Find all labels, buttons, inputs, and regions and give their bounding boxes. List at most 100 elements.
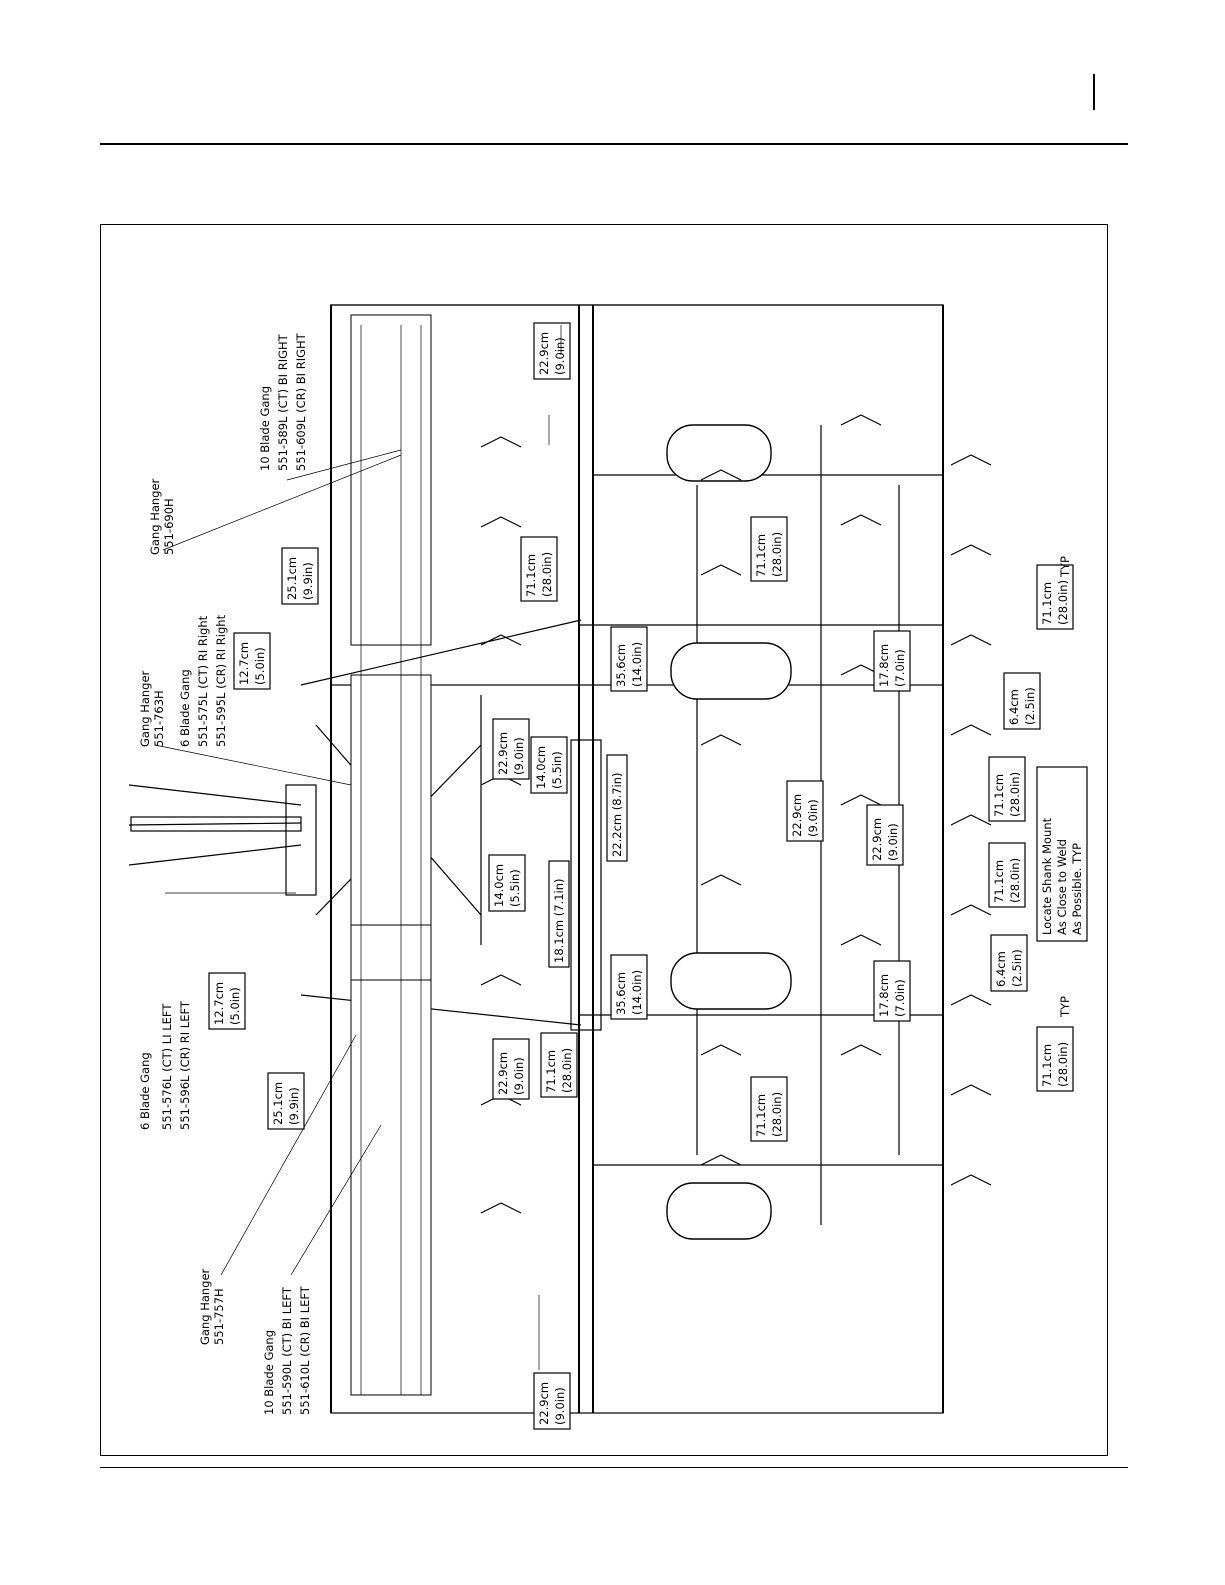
disc-gangs [350, 314, 432, 1396]
dim-text: 14.0cm [492, 864, 506, 907]
dim-text: 71.1cm [992, 860, 1006, 903]
dim-text: 18.1cm (7.1in) [552, 878, 566, 963]
dim-14-0-bot: 14.0cm (5.5in) [488, 854, 526, 912]
label-line: Gang Hanger [198, 1268, 212, 1345]
dim-71-1-typ-top: 71.1cm (28.0in) [1036, 564, 1074, 630]
dim-6-4-bot: 6.4cm (2.5in) [990, 934, 1028, 992]
label-line: 6 Blade Gang [178, 669, 192, 747]
label-line: 551-596L (CR) RI LEFT [178, 1000, 192, 1130]
dim-text: (5.5in) [508, 869, 522, 907]
label-line: 551-576L (CT) LI LEFT [160, 1003, 174, 1130]
dim-71-1-left: 71.1cm (28.0in) [540, 1032, 578, 1098]
label-line: 10 Blade Gang [258, 386, 272, 471]
dim-text: 71.1cm [524, 554, 538, 597]
dim-text: 35.6cm [614, 972, 628, 1015]
dim-text: (2.5in) [1010, 949, 1024, 987]
dim-22-9-left: 22.9cm (9.0in) [492, 1038, 530, 1100]
dim-6-4-top: 6.4cm (2.5in) [1003, 672, 1041, 730]
dim-text: (9.0in) [512, 737, 526, 775]
dim-text: (9.0in) [886, 823, 900, 861]
dim-text: 17.8cm [877, 644, 891, 687]
dim-text: (7.0in) [893, 979, 907, 1017]
label-line: 551-595L (CR) RI Right [214, 614, 228, 747]
dim-17-8-top: 17.8cm (7.0in) [873, 630, 911, 692]
label-line: 10 Blade Gang [262, 1330, 276, 1415]
dim-text: (7.0in) [893, 649, 907, 687]
label-line: Gang Hanger [148, 478, 162, 555]
header-corner-mark [1093, 74, 1095, 110]
dim-text: 22.9cm [790, 794, 804, 837]
typ-label: TYP [1058, 556, 1072, 578]
label-gang-hanger-757: Gang Hanger 551-757H [198, 1268, 226, 1345]
dim-14-0-top: 14.0cm (5.5in) [530, 736, 568, 794]
leader-line [220, 1034, 357, 1276]
label-gang-hanger-690: Gang Hanger 551-690H [148, 478, 176, 555]
dim-text: (9.0in) [553, 1387, 567, 1425]
dim-12-7-right: 12.7cm (5.0in) [233, 632, 271, 690]
dim-text: 71.1cm [754, 534, 768, 577]
tires [666, 424, 792, 1240]
dim-22-9-top: 22.9cm (9.0in) [533, 322, 571, 380]
dim-text: 25.1cm [271, 1082, 285, 1125]
dim-text: (5.5in) [550, 751, 564, 789]
note-line: As Close to Weld [1055, 839, 1069, 935]
dim-18-1: 18.1cm (7.1in) [548, 860, 570, 968]
leader-line [286, 449, 402, 481]
dim-text: (28.0in) [1056, 1042, 1070, 1087]
dim-text: 6.4cm [994, 951, 1008, 987]
label-6-blade-gang-right: 6 Blade Gang 551-575L (CT) RI Right 551-… [178, 614, 228, 747]
dim-text: 71.1cm [1040, 1044, 1054, 1087]
implement-drawing: Gang Hanger 551-690H 10 Blade Gang 551-5… [128, 304, 1088, 1430]
dim-text: 35.6cm [614, 644, 628, 687]
label-line: 6 Blade Gang [138, 1052, 152, 1130]
dim-text: (14.0in) [630, 970, 644, 1015]
dim-text: (5.0in) [253, 647, 267, 685]
dim-35-6-top: 35.6cm (14.0in) [610, 626, 648, 692]
dim-text: 71.1cm [992, 774, 1006, 817]
dim-text: (5.0in) [228, 987, 242, 1025]
label-10-blade-gang-left: 10 Blade Gang 551-590L (CT) BI LEFT 551-… [262, 1285, 312, 1415]
label-line: 551-590L (CT) BI LEFT [280, 1286, 294, 1415]
dim-71-1-c2: 71.1cm (28.0in) [988, 842, 1026, 908]
dim-text: 22.9cm [496, 732, 510, 775]
dim-71-1-c1: 71.1cm (28.0in) [988, 756, 1026, 822]
drawing-frame: Gang Hanger 551-690H 10 Blade Gang 551-5… [100, 224, 1108, 1456]
dim-text: (28.0in) [1008, 772, 1022, 817]
dim-text: 71.1cm [1040, 582, 1054, 625]
locate-shank-note: Locate Shank Mount As Close to Weld As P… [1036, 766, 1088, 942]
dim-22-9-bottom: 22.9cm (9.0in) [533, 1372, 571, 1430]
dim-text: 12.7cm [237, 642, 251, 685]
dim-17-8-bot: 17.8cm (7.0in) [873, 960, 911, 1022]
label-line: 551-609L (CR) BI RIGHT [294, 332, 308, 471]
dim-22-9-c1: 22.9cm (9.0in) [786, 780, 824, 842]
dim-text: 14.0cm [534, 746, 548, 789]
label-line: 551-757H [212, 1288, 226, 1345]
dim-71-1-typ-bot: 71.1cm (28.0in) [1036, 1026, 1074, 1092]
dim-text: (9.0in) [806, 799, 820, 837]
dim-text: 12.7cm [212, 982, 226, 1025]
dim-text: 17.8cm [877, 974, 891, 1017]
label-line: 551-589L (CT) BI RIGHT [276, 333, 290, 471]
dim-text: 6.4cm [1007, 689, 1021, 725]
label-line: 551-690H [162, 498, 176, 555]
footer-rule [100, 1467, 1128, 1468]
typ-label: TYP [1058, 996, 1072, 1018]
label-line: Gang Hanger [138, 670, 152, 747]
label-line: 551-610L (CR) BI LEFT [298, 1285, 312, 1415]
label-6-blade-gang-left: 6 Blade Gang 551-576L (CT) LI LEFT 551-5… [138, 1000, 192, 1130]
dim-text: 22.9cm [537, 1382, 551, 1425]
dim-12-7-left: 12.7cm (5.0in) [208, 972, 246, 1030]
dim-text: (28.0in) [1008, 858, 1022, 903]
dim-text: (14.0in) [630, 642, 644, 687]
dim-71-1-a: 71.1cm (28.0in) [520, 536, 558, 602]
dim-text: (9.9in) [287, 1087, 301, 1125]
note-line: Locate Shank Mount [1040, 817, 1054, 935]
dim-text: 71.1cm [544, 1050, 558, 1093]
dim-22-9-c2: 22.9cm (9.0in) [866, 804, 904, 866]
leader-line [290, 1124, 382, 1276]
dim-text: (9.0in) [512, 1057, 526, 1095]
dim-text: (28.0in) [770, 1092, 784, 1137]
label-10-blade-gang-right: 10 Blade Gang 551-589L (CT) BI RIGHT 551… [258, 332, 308, 471]
dim-text: 22.9cm [537, 332, 551, 375]
header-rule [100, 143, 1128, 145]
